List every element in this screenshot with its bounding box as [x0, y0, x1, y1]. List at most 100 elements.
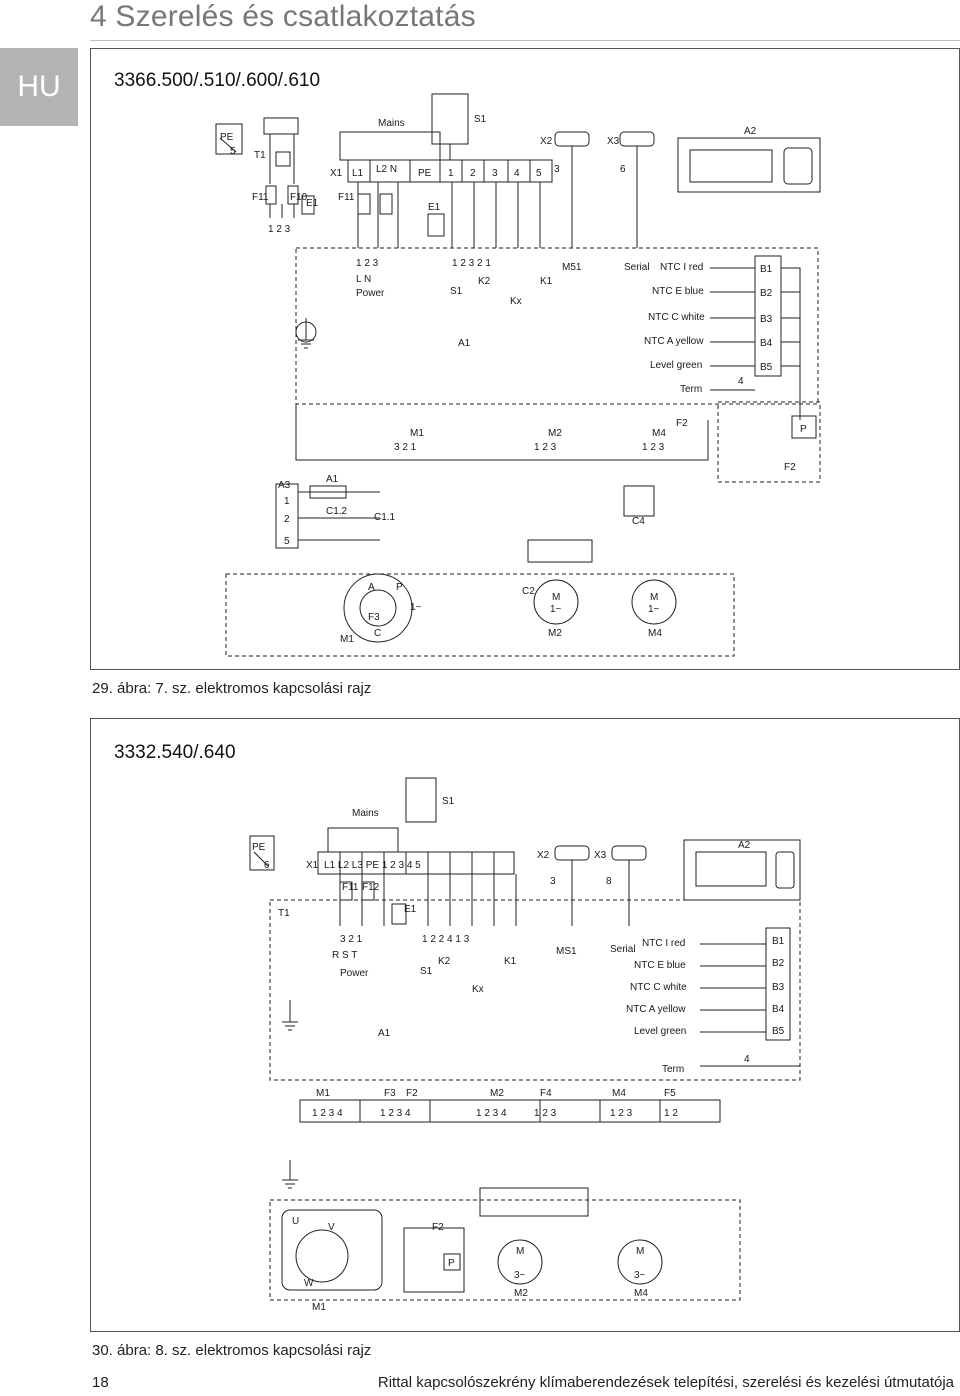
d2-x1-label: X1	[306, 860, 319, 871]
d2-t1-label: T1	[278, 908, 290, 919]
d1-k2-label: K2	[478, 276, 491, 287]
d2-f11: F11	[342, 882, 359, 893]
d2-b3: B3	[772, 982, 785, 993]
d2-f5-pins: 1 2	[664, 1108, 678, 1119]
d2-ntc-a-yellow: NTC A yellow	[626, 1004, 686, 1015]
d2-b5: B5	[772, 1026, 785, 1037]
d1-b3: B3	[760, 314, 773, 325]
d2-term: Term	[662, 1064, 684, 1075]
d2-ntc-c-white: NTC C white	[630, 982, 687, 993]
d1-c2-label: C2	[522, 586, 535, 597]
d1-a2-label: A2	[744, 126, 757, 137]
d2-u: U	[292, 1216, 299, 1227]
d2-six-label: 6	[264, 860, 270, 871]
d1-ntc-e-blue: NTC E blue	[652, 286, 704, 297]
d2-serial: Serial	[610, 944, 636, 955]
d2-f2b: F2	[432, 1222, 444, 1233]
d2-m2-motor-m: M	[516, 1246, 524, 1257]
d1-a1b-label: A1	[326, 474, 339, 485]
d1-m4b-label: M4	[648, 628, 662, 639]
d1-ntc-c-white: NTC C white	[648, 312, 705, 323]
d2-s1: S1	[420, 966, 433, 977]
d1-f10-label: F10	[290, 192, 308, 203]
d1-b4: B4	[760, 338, 773, 349]
d2-m2-pins: 1 2 3 4	[476, 1108, 507, 1119]
d2-x2-label: X2	[537, 850, 550, 861]
d1-ntc-a-yellow: NTC A yellow	[644, 336, 704, 347]
d1-b5: B5	[760, 362, 773, 373]
d1-x3-label: X3	[607, 136, 620, 147]
d2-f3: F3	[384, 1088, 396, 1099]
d2-m4: M4	[612, 1088, 626, 1099]
d2-b2: B2	[772, 958, 785, 969]
d1-b2: B2	[760, 288, 773, 299]
d1-pe2-label: PE	[418, 168, 432, 179]
d1-s1-top-label: S1	[474, 114, 487, 125]
d2-v: V	[328, 1222, 335, 1233]
d2-e1-label: E1	[404, 904, 417, 915]
d1-f11b-label: F11	[338, 192, 355, 203]
d1-ln-label: L N	[356, 274, 371, 285]
d2-f2: F2	[406, 1088, 418, 1099]
diagram-1-schematic: PE 5 T1 F11 F10 E1 1 2 3 Mains S1 X1 L1 …	[215, 93, 821, 657]
d1-c12-label: C1.2	[326, 506, 348, 517]
diagram-1-model-label: 3366.500/.510/.600/.610	[114, 70, 321, 91]
d2-rst-nums: 3 2 1	[340, 934, 363, 945]
d1-power-label: Power	[356, 288, 385, 299]
d2-f4-pins: 1 2 3	[534, 1108, 557, 1119]
d1-k1-label: K1	[540, 276, 553, 287]
d1-five-label: 5	[230, 146, 236, 157]
d2-m2b: M2	[514, 1288, 528, 1299]
d1-m4-label: M4	[652, 428, 666, 439]
d1-m4-motor-m: M	[650, 592, 658, 603]
d1-c11-label: C1.1	[374, 512, 396, 523]
d1-a3-2: 2	[284, 514, 290, 525]
d1-f2-label: F2	[676, 418, 688, 429]
d1-one-tilde: 1~	[410, 602, 422, 613]
d1-term-four: 4	[738, 376, 744, 387]
d2-m1-pins: 1 2 3 4	[312, 1108, 343, 1119]
d2-sw-nums: 1 2 2 4 1 3	[422, 934, 470, 945]
d1-ntc-i-red: NTC I red	[660, 262, 703, 273]
d1-m2-motor-tilde: 1~	[550, 604, 562, 615]
d1-l2n-label: L2 N	[376, 164, 397, 175]
d1-t5-num: 5	[536, 168, 542, 179]
d2-m2: M2	[490, 1088, 504, 1099]
d2-f12: F12	[362, 882, 380, 893]
d2-m2-motor-tilde: 3~	[514, 1270, 526, 1281]
d2-m1b: M1	[312, 1302, 326, 1313]
d2-m4-motor-tilde: 3~	[634, 1270, 646, 1281]
d1-m4-pins: 1 2 3	[642, 442, 665, 453]
d1-serial-label: Serial	[624, 262, 650, 273]
d1-motor-p: P	[396, 582, 403, 593]
d1-m51-label: M51	[562, 262, 582, 273]
d1-x3-num: 6	[620, 164, 626, 175]
d2-pe-label: PE	[252, 842, 266, 853]
d2-ntc-i-red: NTC I red	[642, 938, 685, 949]
d1-f11a-label: F11	[252, 192, 269, 203]
d1-p-label: P	[800, 424, 807, 435]
d1-mains-label: Mains	[378, 118, 405, 129]
d2-f-pins: 1 2 3 4	[380, 1108, 411, 1119]
d2-a2-label: A2	[738, 840, 751, 851]
d1-m1-pins: 3 2 1	[394, 442, 417, 453]
d1-m2b-label: M2	[548, 628, 562, 639]
d1-m2-pins: 1 2 3	[534, 442, 557, 453]
d1-t4-num: 4	[514, 168, 520, 179]
d1-motor-a: A	[368, 582, 375, 593]
d2-x3-label: X3	[594, 850, 607, 861]
diagram-2-model-label: 3332.540/.640	[114, 742, 236, 763]
d2-f5: F5	[664, 1088, 676, 1099]
d2-m1: M1	[316, 1088, 330, 1099]
d2-term-four: 4	[744, 1054, 750, 1065]
d2-b1: B1	[772, 936, 785, 947]
diagram-1-caption: 29. ábra: 7. sz. elektromos kapcsolási r…	[92, 680, 372, 697]
d1-a3-5: 5	[284, 536, 290, 547]
d1-e1a-label: E1	[306, 198, 319, 209]
d2-rst: R S T	[332, 950, 357, 961]
header-rule	[90, 40, 960, 41]
d1-123-label: 1 2 3	[268, 224, 291, 235]
d2-mains-label: Mains	[352, 808, 379, 819]
d1-m1b-label: M1	[340, 634, 354, 645]
d1-t3-num: 3	[492, 168, 498, 179]
